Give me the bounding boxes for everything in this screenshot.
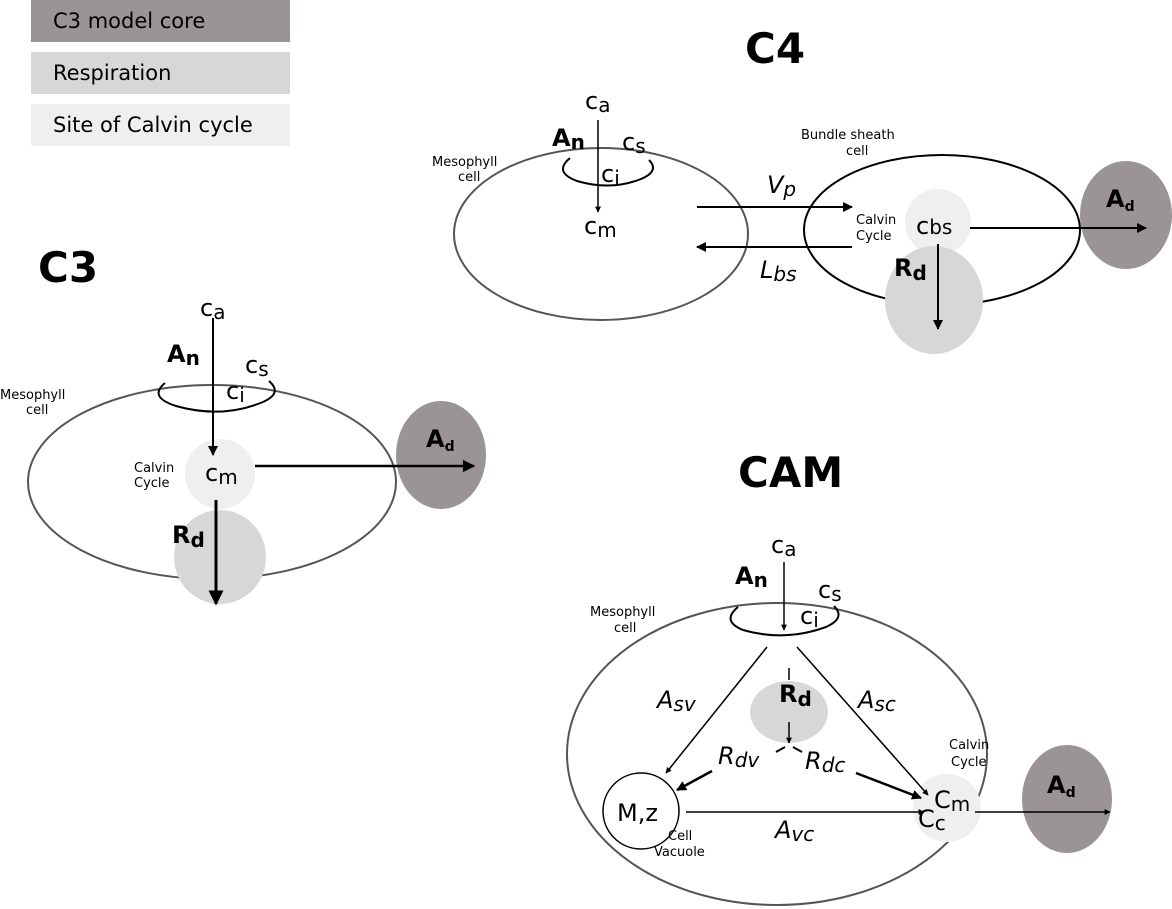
cam-rdv-label: Rdv <box>718 742 760 772</box>
cam-vacuole <box>602 772 680 850</box>
c3-cs-label: cs <box>245 351 269 381</box>
cam-stomata-pore <box>729 605 840 637</box>
c3-calvin-site <box>185 439 255 509</box>
c3-cm-label: cm <box>205 459 238 489</box>
cam-cs-label: cs <box>818 576 842 606</box>
c3-mesophyll-label-1: Mesophyll <box>0 388 65 403</box>
cam-rd-split-left <box>775 746 786 753</box>
cam-an-label: An <box>735 562 768 592</box>
c4-bundle-label-1: Bundle sheath <box>801 128 895 143</box>
cam-vacuole-label-2: Vacuole <box>654 845 705 860</box>
cam-asv-label: Asv <box>655 686 697 716</box>
cam-avc-label: Avc <box>773 816 814 846</box>
cam-ad-sink <box>1022 745 1112 853</box>
c3-ca-label: ca <box>200 294 225 324</box>
c4-an-label: An <box>552 124 585 154</box>
c3-ci-label: ci <box>226 377 245 407</box>
c4-ad-sink <box>1080 161 1172 269</box>
cam-mz-label: M,z <box>617 799 658 827</box>
cam-vacuole-label-1: Cell <box>668 829 692 844</box>
c4-ad-label: Ad <box>1106 185 1135 215</box>
legend-c3-core: C3 model core <box>31 0 290 42</box>
c4-bundle-label-2: cell <box>846 144 868 159</box>
cam-calvin-site <box>913 774 981 842</box>
cam-ad-label: Ad <box>1047 771 1076 801</box>
cam-asv-arrow <box>665 646 768 774</box>
cam-rd-split-right <box>792 746 803 753</box>
c3-calvin-label-2: Cycle <box>134 476 170 491</box>
c4-stomata-pore <box>562 157 655 187</box>
cam-asc-label: Asc <box>856 686 896 716</box>
legend-respiration: Respiration <box>31 52 290 94</box>
cam-rd-label: Rd <box>779 680 812 711</box>
c4-mesophyll-label-2: cell <box>458 170 480 185</box>
c4-panel: C4 ca An cs ci cm cbs Vp Lbs Rd Ad Mesop… <box>432 24 1172 354</box>
cam-rdc-arrow <box>855 771 922 800</box>
c4-ca-label: ca <box>585 87 610 117</box>
c4-mesophyll-cell <box>453 147 749 321</box>
c4-lbs-label: Lbs <box>760 256 797 286</box>
c3-ad-label: Ad <box>426 425 455 455</box>
legend-calvin-site: Site of Calvin cycle <box>31 104 290 146</box>
c4-calvin-label-1: Calvin <box>856 213 896 228</box>
cam-mesophyll-label-2: cell <box>614 621 636 636</box>
cam-cm-label: Cm <box>934 786 970 816</box>
cam-ca-label: ca <box>771 531 796 561</box>
c4-cm-label: cm <box>584 212 617 242</box>
c4-cbs-label: cbs <box>916 212 952 240</box>
c4-calvin-site <box>905 189 971 255</box>
c3-stomata-pore <box>157 380 276 413</box>
c3-mesophyll-label-2: cell <box>26 403 48 418</box>
cam-panel: CAM ca An cs ci Rd Asv Asc Rdv Rdc Avc M… <box>566 448 1112 906</box>
cam-mesophyll-label-1: Mesophyll <box>590 605 655 620</box>
cam-respiration-site <box>750 681 828 743</box>
c3-title: C3 <box>38 243 98 292</box>
c3-panel: C3 ca An cs ci cm Rd Ad Mesophyll cell C… <box>0 243 486 606</box>
c4-ci-label: ci <box>601 160 620 190</box>
c3-respiration-site <box>174 510 266 604</box>
c3-calvin-label-1: Calvin <box>134 461 174 476</box>
c3-an-label: An <box>167 340 200 370</box>
cam-mesophyll-cell <box>566 602 988 906</box>
c4-vp-label: Vp <box>767 171 796 201</box>
c3-ad-sink <box>396 401 486 509</box>
cam-rdc-label: Rdc <box>805 747 845 777</box>
cam-rdv-arrow <box>676 769 713 792</box>
c4-calvin-label-2: Cycle <box>856 229 892 244</box>
c4-cs-label: cs <box>622 128 646 158</box>
c4-respiration-site <box>885 246 983 354</box>
cam-cc-label: Cc <box>918 805 946 835</box>
legend-calvin-site-label: Site of Calvin cycle <box>53 113 253 137</box>
c4-mesophyll-label-1: Mesophyll <box>432 155 497 170</box>
legend-c3-core-label: C3 model core <box>53 9 206 33</box>
c4-title: C4 <box>745 24 805 73</box>
cam-asc-arrow <box>796 646 929 796</box>
cam-title: CAM <box>738 448 843 497</box>
c4-rd-label: Rd <box>894 254 927 285</box>
legend-respiration-label: Respiration <box>53 61 172 85</box>
cam-calvin-label-2: Cycle <box>951 755 987 770</box>
cam-calvin-label-1: Calvin <box>949 738 989 753</box>
cam-ci-label: ci <box>800 602 819 632</box>
c3-rd-label: Rd <box>172 521 205 552</box>
